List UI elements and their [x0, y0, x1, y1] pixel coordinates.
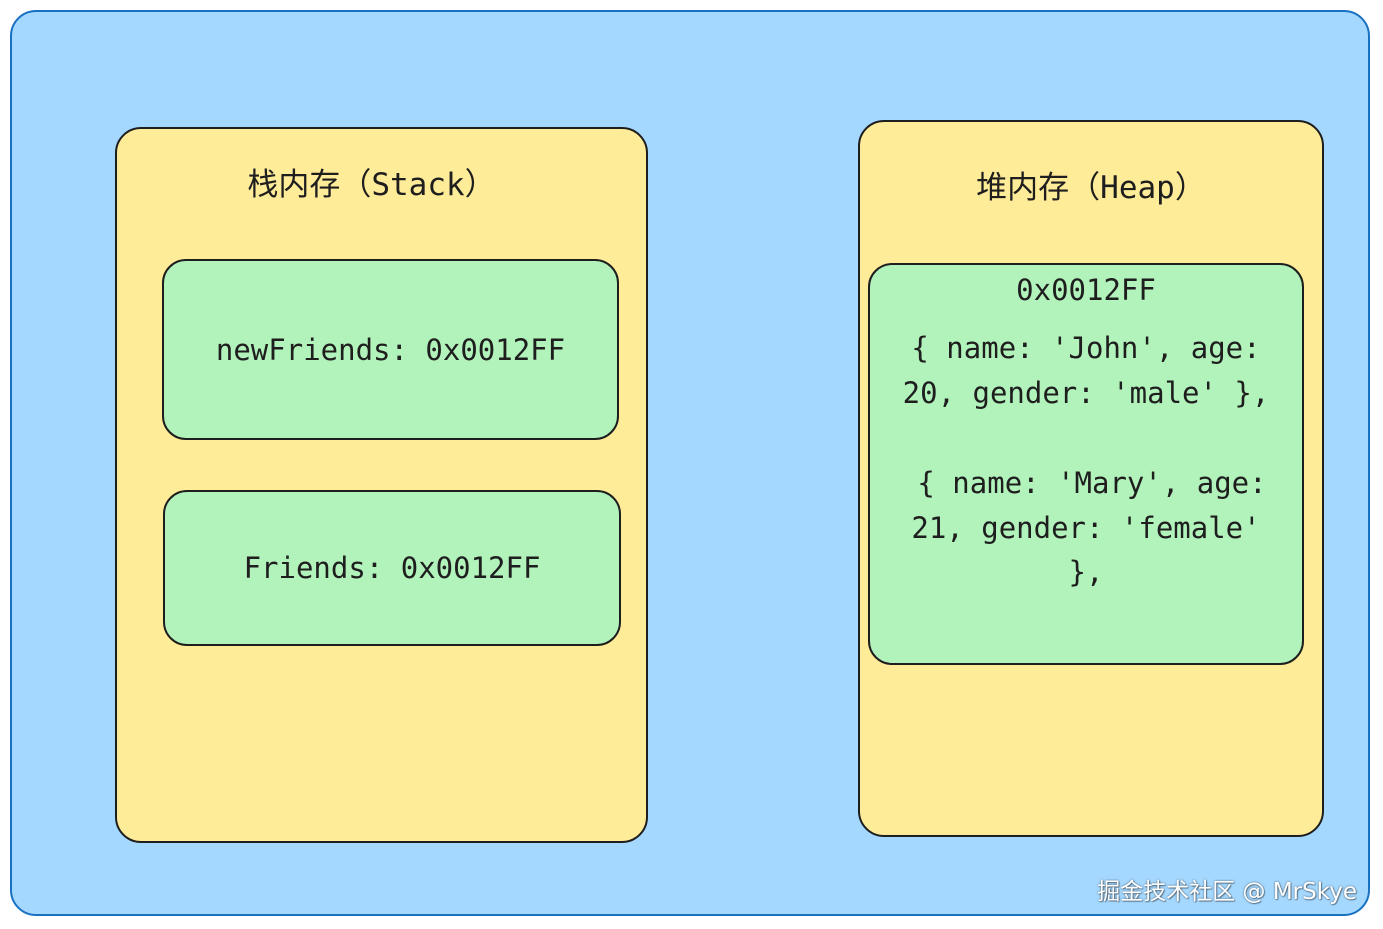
- stack-memory-panel: 栈内存（Stack）: [115, 127, 648, 843]
- stack-item-friends: Friends: 0x0012FF: [163, 490, 621, 646]
- heap-object-line: 21, gender: 'female': [911, 511, 1261, 545]
- stack-memory-title: 栈内存（Stack）: [247, 167, 496, 203]
- stack-item-newfriends: newFriends: 0x0012FF: [162, 259, 619, 440]
- heap-object-line: 20, gender: 'male' },: [902, 376, 1270, 410]
- heap-memory-title: 堆内存（Heap）: [976, 170, 1206, 206]
- heap-object-line: },: [1068, 555, 1104, 589]
- heap-object-box: 0x0012FF { name: 'John', age: 20, gender…: [868, 263, 1304, 665]
- stack-item-label: newFriends: 0x0012FF: [215, 332, 566, 367]
- heap-object-line: { name: 'John', age:: [911, 331, 1261, 365]
- heap-object-line: { name: 'Mary', age:: [917, 466, 1267, 500]
- heap-address: 0x0012FF: [1016, 273, 1156, 307]
- watermark: 掘金技术社区 @ MrSkye: [1097, 879, 1357, 905]
- stack-item-label: Friends: 0x0012FF: [243, 551, 541, 585]
